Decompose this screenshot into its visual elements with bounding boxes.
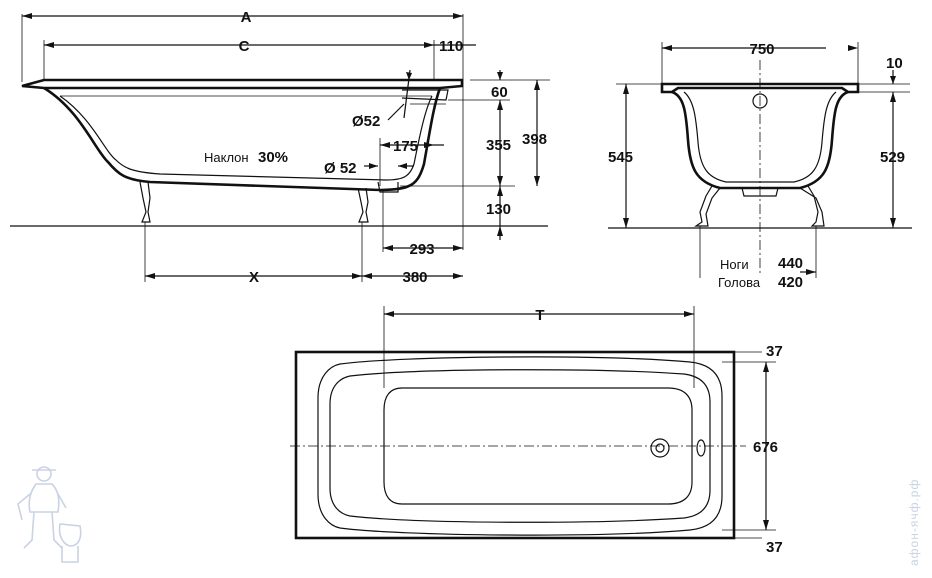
head-value: 420 [778, 274, 803, 291]
legs-label: Ноги [720, 257, 749, 272]
dim-130-label: 130 [486, 201, 511, 218]
top-drain-circle [650, 438, 670, 458]
watermark-text: aфон-ячф.рф [907, 478, 921, 566]
end-leg-left [694, 185, 721, 227]
end-view: 750 10 545 529 Ноги 440 Голова 420 [608, 41, 912, 291]
dim-37-top-label: 37 [766, 343, 783, 360]
side-drain [377, 181, 399, 193]
end-rim [660, 82, 860, 94]
dim-293-label: 293 [409, 241, 434, 258]
side-inner-shell [59, 95, 433, 181]
overflow-dia-label: Ø52 [352, 113, 380, 130]
legs-value: 440 [778, 255, 803, 272]
plumber-mascot-icon [17, 466, 82, 563]
top-bottom-flat [383, 387, 693, 505]
dim-545-label: 545 [608, 149, 633, 166]
dim-175-label: 175 [393, 138, 418, 155]
top-inner-outline-2 [329, 369, 711, 523]
dim-380-label: 380 [402, 269, 427, 286]
dim-a-label: A [241, 9, 252, 26]
top-drain-inner [655, 443, 665, 453]
side-leg-left [139, 181, 151, 223]
side-leg-right [357, 187, 369, 223]
drain-dia-label: Ø 52 [324, 160, 357, 177]
slope-value: 30% [258, 149, 288, 166]
top-view: T 37 676 37 [290, 306, 783, 556]
side-overflow-pipe [401, 89, 449, 101]
dim-676-label: 676 [753, 439, 778, 456]
end-leg-right [799, 185, 825, 227]
dim-750-label: 750 [749, 41, 774, 58]
side-view: A C 110 60 355 398 130 17 [10, 9, 550, 286]
dim-60-label: 60 [491, 84, 508, 101]
top-overflow [696, 439, 706, 457]
dim-398-label: 398 [522, 131, 547, 148]
dim-c-label: C [239, 38, 250, 55]
dim-355-label: 355 [486, 137, 511, 154]
top-inner-outline-1 [317, 356, 723, 536]
dim-110-label: 110 [439, 38, 463, 55]
side-outer-shell [43, 86, 442, 192]
top-outer-rim [294, 350, 736, 540]
dim-t-label: T [535, 307, 544, 324]
site-watermark: aфон-ячф.рф [905, 460, 929, 570]
dim-529-label: 529 [880, 149, 905, 166]
head-label: Голова [718, 275, 761, 290]
dim-x-label: X [249, 269, 259, 286]
side-rim [21, 78, 464, 90]
dim-10-label: 10 [886, 55, 903, 72]
end-overflow-circle [752, 93, 768, 109]
slope-label: Наклон [204, 150, 249, 165]
dim-37-bottom-label: 37 [766, 539, 783, 556]
